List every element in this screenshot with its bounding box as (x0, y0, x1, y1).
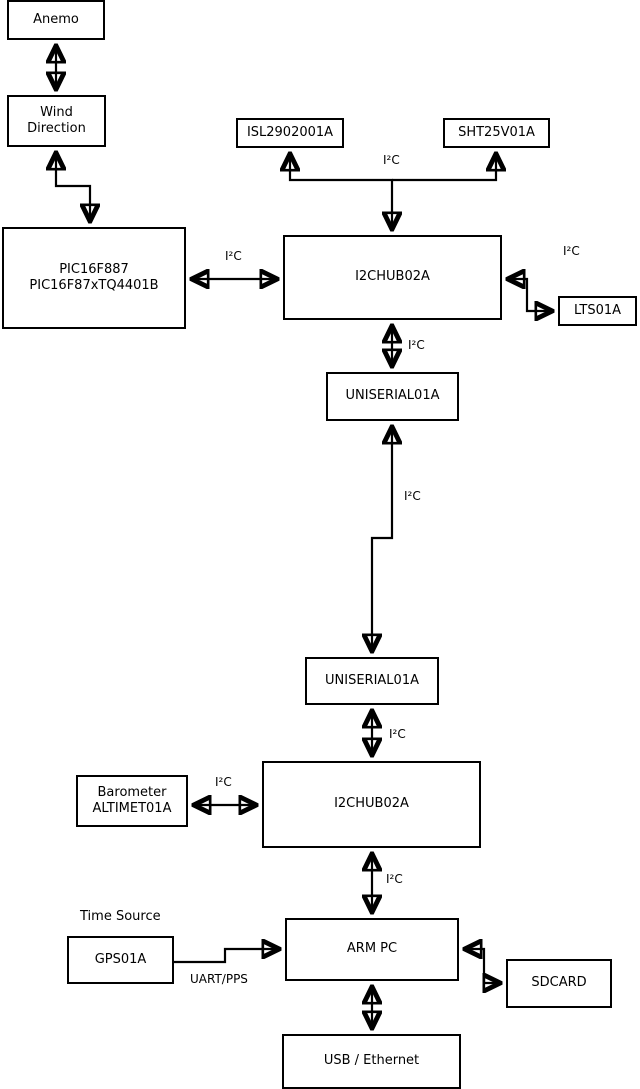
wire-uniserialtop-uniserialbottom (372, 428, 392, 650)
edge-label-i2c-uniserial-uniserial: I²C (404, 489, 421, 503)
node-barometer-line1: Barometer (97, 784, 167, 800)
edge-label-i2c-hub-uniserial: I²C (408, 338, 425, 352)
node-pic-mcu[interactable]: PIC16F887 PIC16F87xTQ4401B (2, 227, 186, 329)
node-barometer-altimet01a[interactable]: Barometer ALTIMET01A (76, 775, 188, 827)
node-usb-ethernet[interactable]: USB / Ethernet (282, 1034, 461, 1089)
node-arm-pc[interactable]: ARM PC (285, 918, 459, 981)
node-wind-direction-label: Wind Direction (27, 105, 86, 138)
node-pic-mcu-line1: PIC16F887 (59, 261, 129, 277)
node-wind-direction-line1: Wind (40, 104, 73, 120)
label-time-source: Time Source (80, 909, 161, 924)
node-wind-direction[interactable]: Wind Direction (7, 95, 106, 147)
wire-armpc-sdcard (466, 949, 499, 983)
wire-winddirection-pic (56, 154, 90, 220)
node-i2chub02a-top-label: I2CHUB02A (355, 269, 430, 285)
node-gps01a-label: GPS01A (94, 951, 147, 967)
edge-label-i2c-barometer-hub: I²C (215, 775, 232, 789)
node-sdcard[interactable]: SDCARD (506, 959, 612, 1008)
edge-label-i2c-hub-armpc: I²C (386, 872, 403, 886)
node-wind-direction-line2: Direction (27, 121, 86, 136)
node-barometer-label: Barometer ALTIMET01A (93, 785, 172, 818)
node-anemo[interactable]: Anemo (7, 0, 105, 40)
node-isl2902001a-label: ISL2902001A (246, 124, 334, 140)
node-isl2902001a[interactable]: ISL2902001A (236, 118, 344, 148)
node-uniserial01a-lower-label: UNISERIAL01A (325, 672, 419, 688)
wire-hubtop-sensors (290, 155, 392, 228)
node-uniserial01a-upper[interactable]: UNISERIAL01A (326, 372, 459, 421)
node-pic-mcu-line2: PIC16F87xTQ4401B (29, 278, 159, 293)
node-sht25v01a-label: SHT25V01A (458, 124, 535, 140)
edge-label-i2c-pic-hub: I²C (225, 249, 242, 263)
wire-gps-armpc (174, 949, 278, 964)
edge-label-i2c-uniserial-hub-bottom: I²C (389, 727, 406, 741)
node-sht25v01a[interactable]: SHT25V01A (443, 118, 550, 148)
node-lts01a-label: LTS01A (573, 302, 622, 318)
node-i2chub02a-bottom[interactable]: I2CHUB02A (262, 761, 481, 848)
node-usb-ethernet-label: USB / Ethernet (323, 1053, 420, 1069)
edge-label-uart-pps: UART/PPS (190, 972, 248, 986)
node-arm-pc-label: ARM PC (346, 941, 398, 957)
node-lts01a[interactable]: LTS01A (558, 296, 637, 326)
node-uniserial01a-lower[interactable]: UNISERIAL01A (305, 657, 439, 705)
node-anemo-label: Anemo (33, 11, 79, 27)
node-i2chub02a-top[interactable]: I2CHUB02A (283, 235, 502, 320)
edge-label-i2c-hub-lts: I²C (563, 244, 580, 258)
edge-label-i2c-hub-sensors: I²C (383, 153, 400, 167)
node-gps01a[interactable]: GPS01A (67, 936, 174, 984)
node-uniserial01a-upper-label: UNISERIAL01A (345, 388, 440, 404)
node-pic-mcu-label: PIC16F887 PIC16F87xTQ4401B (29, 262, 158, 295)
node-barometer-line2: ALTIMET01A (92, 801, 172, 816)
node-i2chub02a-bottom-label: I2CHUB02A (334, 796, 409, 812)
wire-hubtop-sht (392, 155, 496, 182)
wire-hubtop-lts (509, 279, 551, 311)
node-sdcard-label: SDCARD (531, 975, 587, 991)
